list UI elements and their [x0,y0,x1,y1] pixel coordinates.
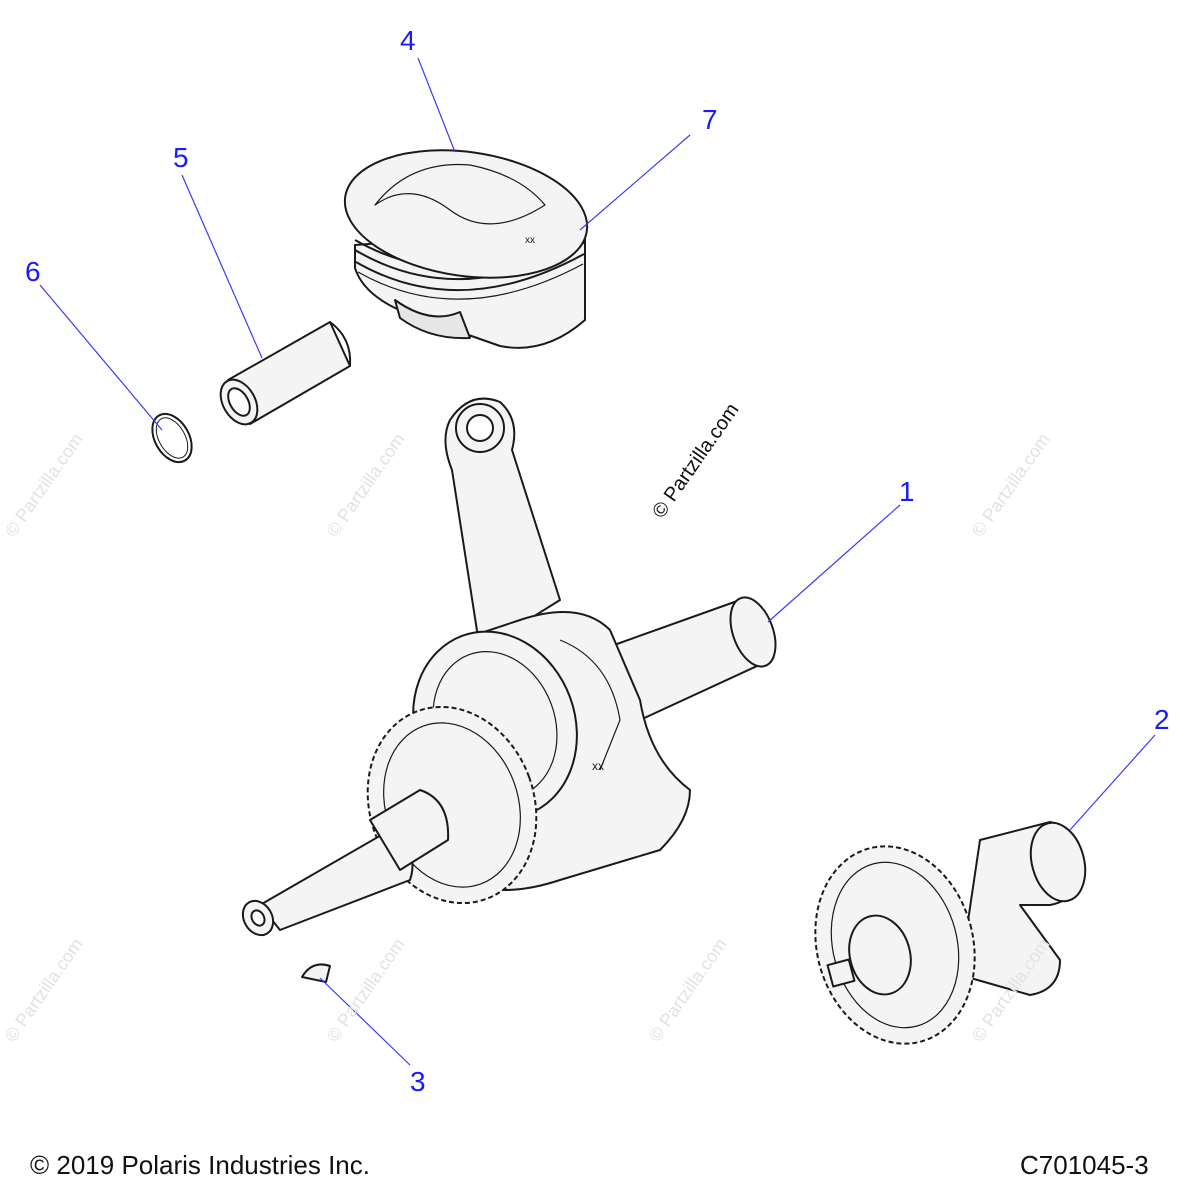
callout-4[interactable]: 4 [400,25,416,56]
svg-text:xx: xx [525,235,535,246]
crankshaft-part: xx [241,397,777,937]
copyright-text: © 2019 Polaris Industries Inc. [30,1150,370,1180]
callout-1[interactable]: 1 [899,476,915,507]
callout-7[interactable]: 7 [702,104,718,135]
callout-5[interactable]: 5 [173,142,189,173]
callout-3[interactable]: 3 [410,1066,426,1097]
leader-lines [39,57,1156,1066]
balance-shaft-part [814,821,1087,1045]
piston-part: xx [343,149,589,349]
piston-pin-part [219,321,352,426]
diagram-code: C701045-3 [1020,1150,1149,1180]
callout-6[interactable]: 6 [25,256,41,287]
callout-2[interactable]: 2 [1154,704,1170,735]
woodruff-key-part [301,963,331,983]
circlip-part [151,412,193,464]
svg-text:xx: xx [592,759,604,773]
